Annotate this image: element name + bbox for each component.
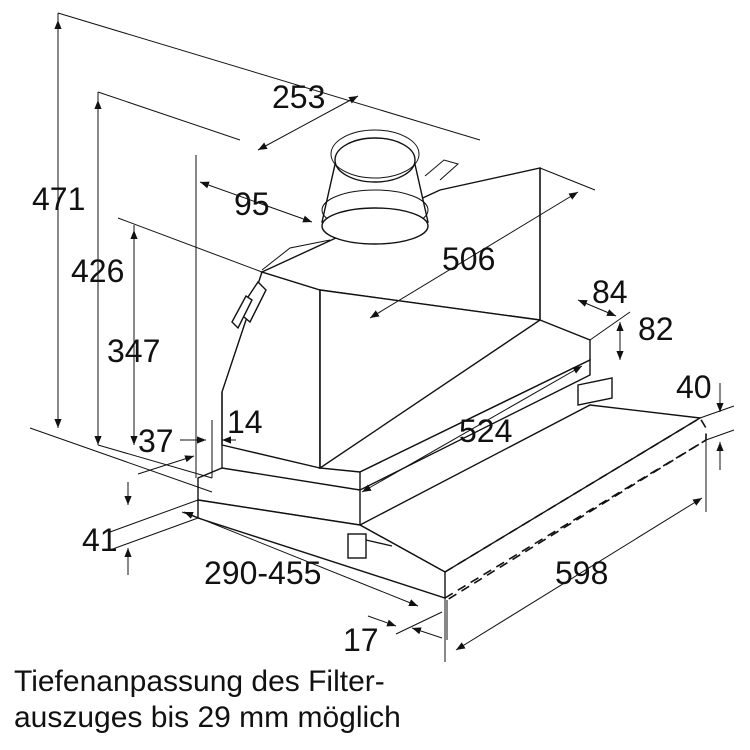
dim-471: 471	[32, 181, 85, 217]
dim-347: 347	[107, 333, 160, 369]
dim-524: 524	[459, 413, 512, 449]
dim-95: 95	[234, 186, 270, 222]
dim-41: 41	[82, 522, 118, 558]
dim-426: 426	[71, 253, 124, 289]
dimension-labels: 471 426 347 253 95 506 84 82 40 14 37 52…	[32, 79, 712, 658]
dim-40: 40	[676, 369, 712, 405]
caption-line-2: auszuges bis 29 mm möglich	[14, 701, 401, 734]
dim-506: 506	[442, 241, 495, 277]
dim-253: 253	[272, 79, 325, 115]
caption-line-1: Tiefenanpassung des Filter-	[14, 665, 385, 698]
dim-37: 37	[138, 423, 174, 459]
dimension-lines	[54, 20, 724, 651]
caption: Tiefenanpassung des Filter- auszuges bis…	[14, 664, 734, 736]
dim-14: 14	[227, 404, 263, 440]
dim-82: 82	[638, 311, 674, 347]
hood-body	[197, 129, 707, 601]
dim-598: 598	[555, 555, 608, 591]
dim-290-455: 290-455	[204, 555, 321, 591]
dim-17: 17	[343, 622, 379, 658]
duct-connector	[321, 129, 429, 245]
dim-84: 84	[592, 274, 628, 310]
